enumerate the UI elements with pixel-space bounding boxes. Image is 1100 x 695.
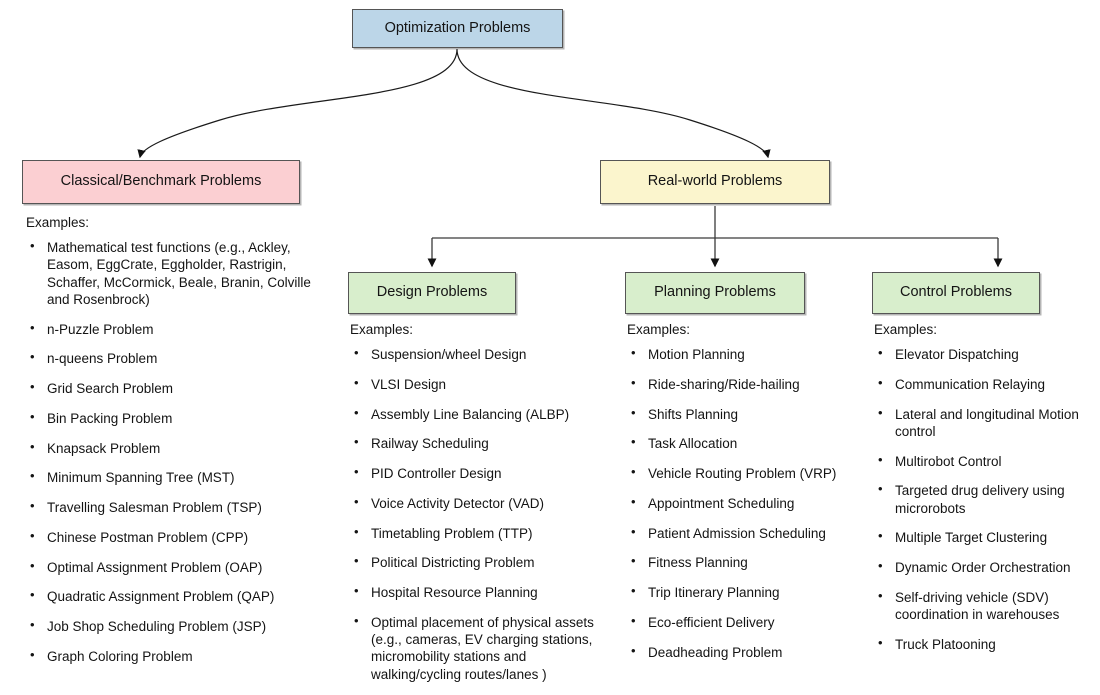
list-item: Task Allocation — [627, 434, 877, 452]
examples-heading-classical: Examples: — [26, 215, 90, 230]
list-item: PID Controller Design — [350, 464, 618, 482]
examples-list-control: Examples: Elevator Dispatching Communica… — [874, 322, 1092, 666]
node-optimization-problems[interactable]: Optimization Problems — [352, 9, 563, 48]
list-item: Grid Search Problem — [26, 379, 334, 397]
list-item: Lateral and longitudinal Motion control — [874, 405, 1092, 441]
list-item: Optimal Assignment Problem (OAP) — [26, 558, 334, 576]
examples-heading-control: Examples: — [874, 322, 938, 337]
list-item: Assembly Line Balancing (ALBP) — [350, 405, 618, 423]
list-item: Vehicle Routing Problem (VRP) — [627, 464, 877, 482]
list-item: Travelling Salesman Problem (TSP) — [26, 498, 334, 516]
list-item: Multirobot Control — [874, 452, 1092, 470]
node-real-world-problems[interactable]: Real-world Problems — [600, 160, 830, 204]
list-item: Multiple Target Clustering — [874, 528, 1092, 546]
list-item: Appointment Scheduling — [627, 494, 877, 512]
node-planning-problems[interactable]: Planning Problems — [625, 272, 805, 314]
examples-list-planning: Examples: Motion Planning Ride-sharing/R… — [627, 322, 877, 673]
list-control: Elevator Dispatching Communication Relay… — [874, 345, 1092, 653]
examples-heading-planning: Examples: — [627, 322, 691, 337]
examples-list-classical: Examples: Mathematical test functions (e… — [26, 215, 334, 678]
list-item: n-queens Problem — [26, 349, 334, 367]
list-item: Mathematical test functions (e.g., Ackle… — [26, 238, 334, 308]
examples-list-design: Examples: Suspension/wheel Design VLSI D… — [350, 322, 618, 695]
list-item: Graph Coloring Problem — [26, 647, 334, 665]
diagram-canvas: Optimization Problems Classical/Benchmar… — [0, 0, 1100, 676]
list-item: Shifts Planning — [627, 405, 877, 423]
list-design: Suspension/wheel Design VLSI Design Asse… — [350, 345, 618, 683]
list-item: Timetabling Problem (TTP) — [350, 524, 618, 542]
list-item: VLSI Design — [350, 375, 618, 393]
list-item: Bin Packing Problem — [26, 409, 334, 427]
list-item: Elevator Dispatching — [874, 345, 1092, 363]
list-item: Minimum Spanning Tree (MST) — [26, 468, 334, 486]
list-item: Job Shop Scheduling Problem (JSP) — [26, 617, 334, 635]
list-item: Dynamic Order Orchestration — [874, 558, 1092, 576]
list-item: Patient Admission Scheduling — [627, 524, 877, 542]
node-control-problems[interactable]: Control Problems — [872, 272, 1040, 314]
list-item: Chinese Postman Problem (CPP) — [26, 528, 334, 546]
edge-root-to-realworld — [456, 48, 771, 159]
list-item: Truck Platooning — [874, 635, 1092, 653]
node-design-problems[interactable]: Design Problems — [348, 272, 516, 314]
list-item: Fitness Planning — [627, 553, 877, 571]
node-classical-benchmark-problems[interactable]: Classical/Benchmark Problems — [22, 160, 300, 204]
list-item: Suspension/wheel Design — [350, 345, 618, 363]
edge-root-to-classical — [137, 48, 458, 159]
list-item: Eco-efficient Delivery — [627, 613, 877, 631]
list-planning: Motion Planning Ride-sharing/Ride-hailin… — [627, 345, 877, 661]
list-item: Trip Itinerary Planning — [627, 583, 877, 601]
list-item: Knapsack Problem — [26, 439, 334, 457]
list-item: Optimal placement of physical assets (e.… — [350, 613, 618, 683]
list-item: Hospital Resource Planning — [350, 583, 618, 601]
list-item: Voice Activity Detector (VAD) — [350, 494, 618, 512]
list-item: Motion Planning — [627, 345, 877, 363]
examples-heading-design: Examples: — [350, 322, 414, 337]
list-item: Self-driving vehicle (SDV) coordination … — [874, 588, 1092, 624]
list-item: Targeted drug delivery using microrobots — [874, 481, 1092, 517]
list-item: Quadratic Assignment Problem (QAP) — [26, 587, 334, 605]
list-classical: Mathematical test functions (e.g., Ackle… — [26, 238, 334, 665]
list-item: Ride-sharing/Ride-hailing — [627, 375, 877, 393]
list-item: Political Districting Problem — [350, 553, 618, 571]
list-item: n-Puzzle Problem — [26, 320, 334, 338]
list-item: Communication Relaying — [874, 375, 1092, 393]
list-item: Railway Scheduling — [350, 434, 618, 452]
list-item: Deadheading Problem — [627, 643, 877, 661]
